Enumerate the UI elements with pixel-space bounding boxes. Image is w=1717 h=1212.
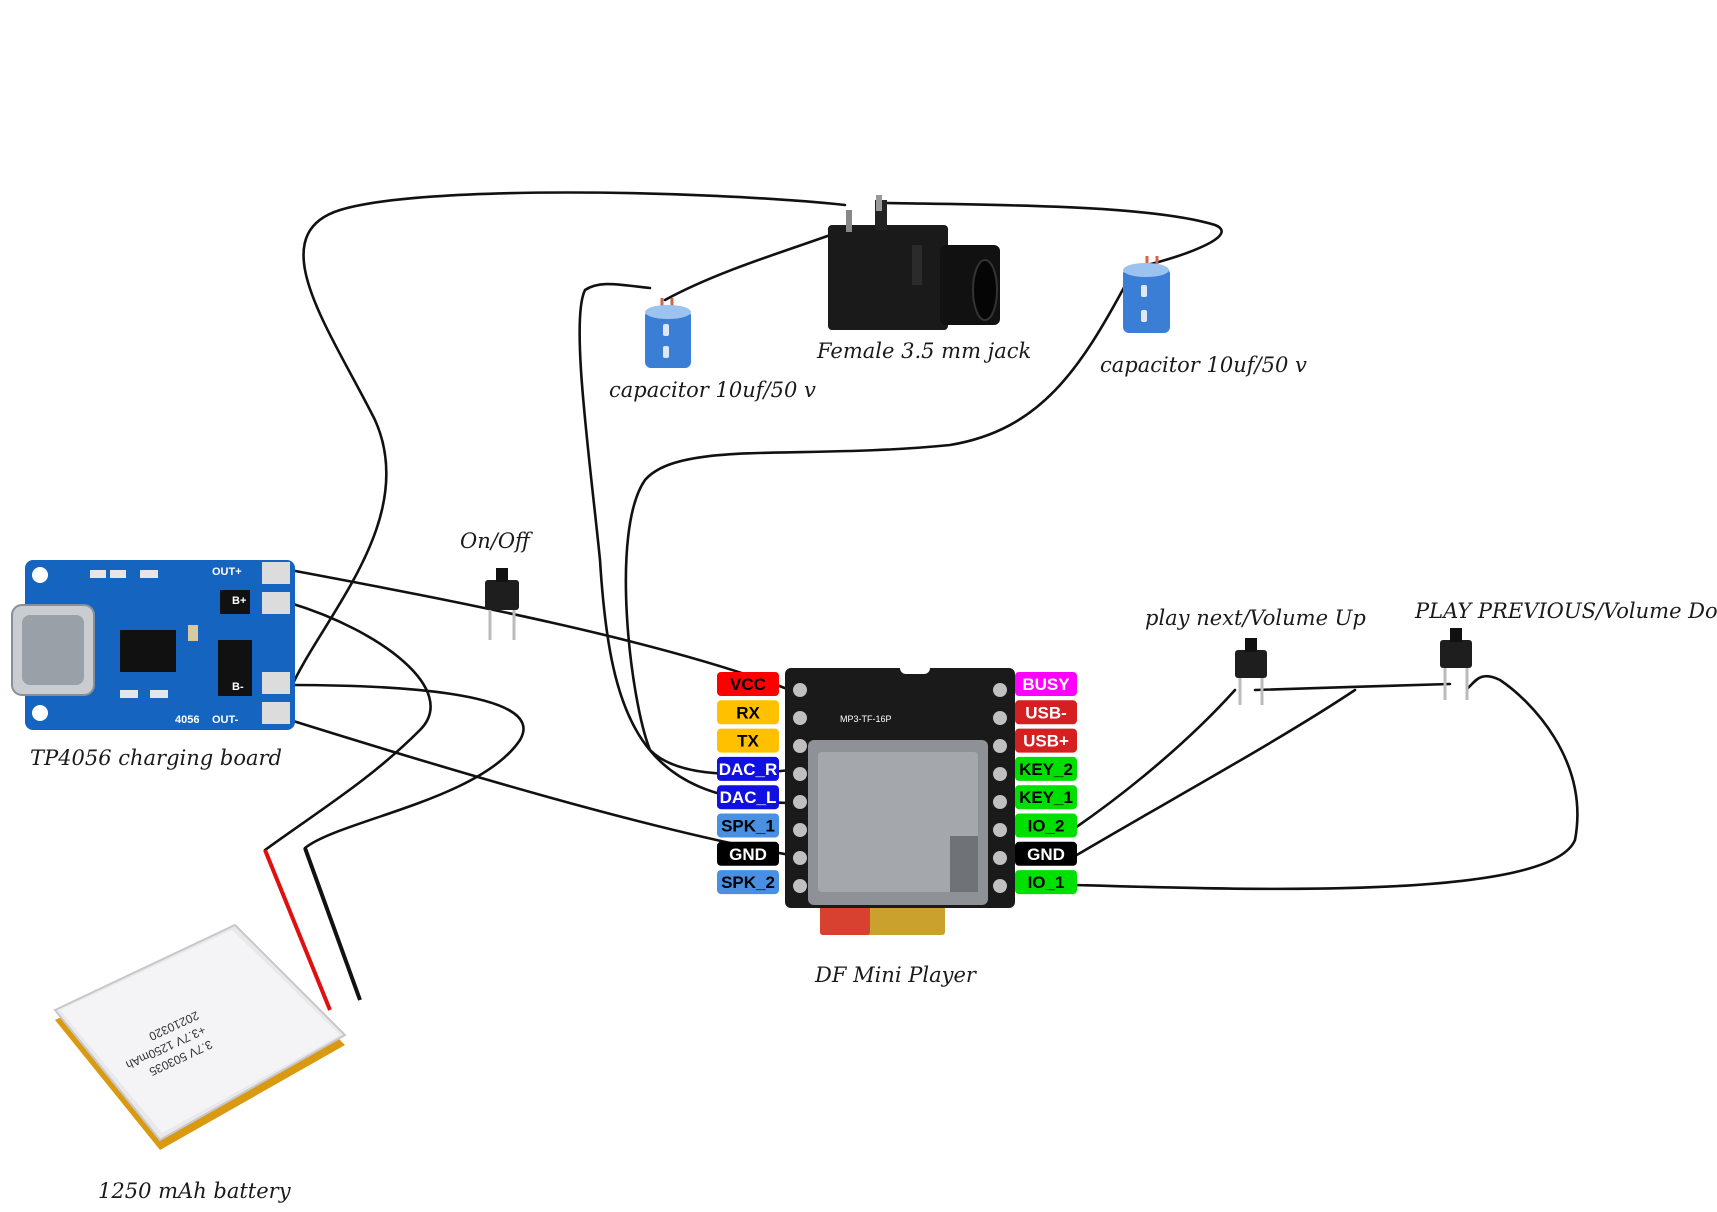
wire-b-plus-to-battery [263, 601, 432, 852]
pin-badge [1015, 785, 1077, 810]
pin-badge [1015, 672, 1077, 696]
wire-button-bridge [1253, 682, 1452, 692]
wire-io2-to-next-button [1073, 688, 1237, 830]
pcb-out-minus: OUT- [212, 714, 239, 726]
wire-jack-to-left-cap [663, 226, 852, 302]
battery: 3.7V 503035 +3.7V 1250mAh 20210320 [53, 847, 362, 1150]
pin-badge [1015, 728, 1077, 753]
pin-badge [717, 728, 779, 753]
wire-right-cap-to-dac-r [624, 278, 1130, 776]
wire-b-minus-to-battery [288, 683, 525, 850]
pin-badge [717, 870, 779, 895]
pin-label: SPK_2 [721, 873, 775, 892]
pin-label: RX [736, 703, 760, 722]
left-pin-gnd: GND [717, 841, 779, 866]
right-pin-busy: BUSY [1015, 672, 1077, 696]
pin-label: IO_2 [1028, 817, 1065, 836]
left-pin-tx: TX [717, 728, 779, 753]
capacitor-right [1123, 256, 1170, 333]
pin-label: SPK_1 [721, 817, 775, 836]
audio-jack [828, 195, 1000, 330]
right-pin-usb-: USB- [1015, 700, 1077, 725]
previous-label: PLAY PREVIOUS/Volume Down [1414, 599, 1717, 623]
tp4056-board: OUT+ B+ B- OUT- 4056 [11, 560, 295, 730]
pin-label: VCC [730, 675, 766, 694]
cap-left-label: capacitor 10uf/50 v [609, 378, 816, 402]
right-pin-key-1: KEY_1 [1015, 785, 1077, 810]
pin-label: TX [737, 732, 759, 751]
pin-label: USB- [1025, 703, 1067, 722]
df-mini-player: MP3-TF-16P [785, 660, 1015, 935]
right-pin-io-1: IO_1 [1015, 870, 1077, 895]
left-pin-dac-l: DAC_L [717, 785, 779, 810]
previous-button[interactable] [1440, 628, 1472, 700]
cap-right-label: capacitor 10uf/50 v [1100, 353, 1307, 377]
next-button[interactable] [1235, 638, 1267, 705]
pin-badge [1015, 756, 1077, 781]
onoff-button[interactable] [485, 568, 519, 640]
pin-badge [1015, 870, 1077, 895]
right-pin-usb-: USB+ [1015, 728, 1077, 753]
player-silk: MP3-TF-16P [840, 714, 892, 724]
pin-badge [717, 785, 779, 810]
pcb-b-minus: B- [232, 681, 244, 693]
pcb-out-plus: OUT+ [212, 566, 242, 578]
charger-label: TP4056 charging board [30, 746, 282, 770]
player-right-header [993, 683, 1007, 893]
next-label: play next/Volume Up [1145, 606, 1366, 630]
pin-label: DAC_L [720, 788, 777, 807]
left-pin-dac-r: DAC_R [717, 756, 779, 781]
wire-io1-to-previous-button [1073, 674, 1579, 891]
left-pin-spk-1: SPK_1 [717, 813, 779, 838]
capacitor-left [645, 298, 691, 368]
player-label: DF Mini Player [814, 963, 978, 987]
pin-badge [1015, 700, 1077, 725]
pin-label: GND [729, 845, 767, 864]
pin-label: GND [1027, 845, 1065, 864]
battery-label: 1250 mAh battery [98, 1179, 292, 1203]
wire-out-plus-to-vcc [288, 568, 792, 692]
onoff-label: On/Off [460, 529, 533, 553]
pin-badge [717, 813, 779, 838]
right-pin-key-2: KEY_2 [1015, 756, 1077, 781]
right-pin-io-2: IO_2 [1015, 813, 1077, 838]
pin-label: KEY_2 [1019, 760, 1073, 779]
pcb-b-plus: B+ [232, 595, 246, 607]
wire-left-cap-to-dac-l [578, 282, 792, 805]
pin-badge [717, 841, 779, 866]
pin-badge [717, 672, 779, 696]
pin-label: USB+ [1023, 732, 1069, 751]
pin-label: KEY_1 [1019, 788, 1073, 807]
wire-jack-to-charger [288, 191, 847, 692]
pin-label: IO_1 [1028, 873, 1065, 892]
wires [263, 191, 1579, 891]
pcb-model: 4056 [175, 714, 199, 726]
jack-label: Female 3.5 mm jack [816, 339, 1031, 363]
pin-label: DAC_R [719, 760, 778, 779]
pin-badge [1015, 841, 1077, 866]
wire-out-minus-to-gnd [288, 718, 792, 857]
right-pin-gnd: GND [1015, 841, 1077, 866]
player-left-header [793, 683, 807, 893]
pin-badge [717, 700, 779, 725]
pin-badge [717, 756, 779, 781]
wire-gnd-to-buttons [1073, 688, 1357, 858]
left-pin-vcc: VCC [717, 672, 779, 696]
pin-label: BUSY [1022, 675, 1070, 694]
left-pin-spk-2: SPK_2 [717, 870, 779, 895]
pin-badge [1015, 813, 1077, 838]
left-pin-rx: RX [717, 700, 779, 725]
wire-jack-to-right-cap [883, 201, 1223, 270]
